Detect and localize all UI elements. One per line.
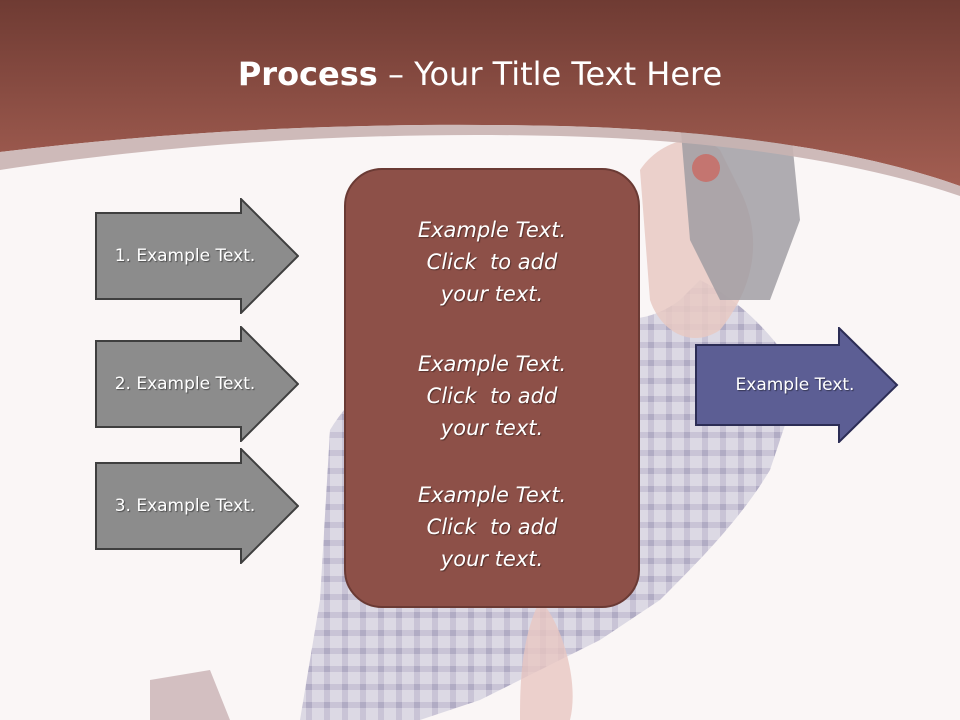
text-block-2: Example Text. Click to add your text. xyxy=(346,348,638,444)
process-arrow-3[interactable]: 3. Example Text. xyxy=(95,448,299,564)
text-line: Click to add xyxy=(426,384,558,408)
text-line: Example Text. xyxy=(417,218,567,242)
title-rest: – Your Title Text Here xyxy=(377,55,723,93)
text-line: Example Text. xyxy=(417,352,567,376)
arrow-shape xyxy=(95,448,299,564)
title-bold: Process xyxy=(237,55,378,93)
center-text-box[interactable]: Example Text. Click to add your text. Ex… xyxy=(344,168,640,608)
arrow-label: 1. Example Text. xyxy=(114,246,256,266)
header-band xyxy=(0,0,960,196)
arrow-label: 3. Example Text. xyxy=(114,496,256,516)
text-line: your text. xyxy=(440,282,544,306)
arrow-shape xyxy=(695,327,899,443)
arrow-shape xyxy=(95,326,299,442)
text-line: Example Text. xyxy=(417,483,567,507)
slide-title: Process – Your Title Text Here xyxy=(0,52,960,96)
arrow-shape xyxy=(95,198,299,314)
process-arrow-1[interactable]: 1. Example Text. xyxy=(95,198,299,314)
arrow-label: Example Text. xyxy=(735,375,855,395)
text-block-3: Example Text. Click to add your text. xyxy=(346,479,638,575)
text-line: Click to add xyxy=(426,515,558,539)
text-line: your text. xyxy=(440,547,544,571)
output-arrow[interactable]: Example Text. xyxy=(695,327,899,443)
process-arrow-2[interactable]: 2. Example Text. xyxy=(95,326,299,442)
text-block-1: Example Text. Click to add your text. xyxy=(346,214,638,310)
text-line: your text. xyxy=(440,416,544,440)
text-line: Click to add xyxy=(426,250,558,274)
arrow-label: 2. Example Text. xyxy=(114,374,256,394)
